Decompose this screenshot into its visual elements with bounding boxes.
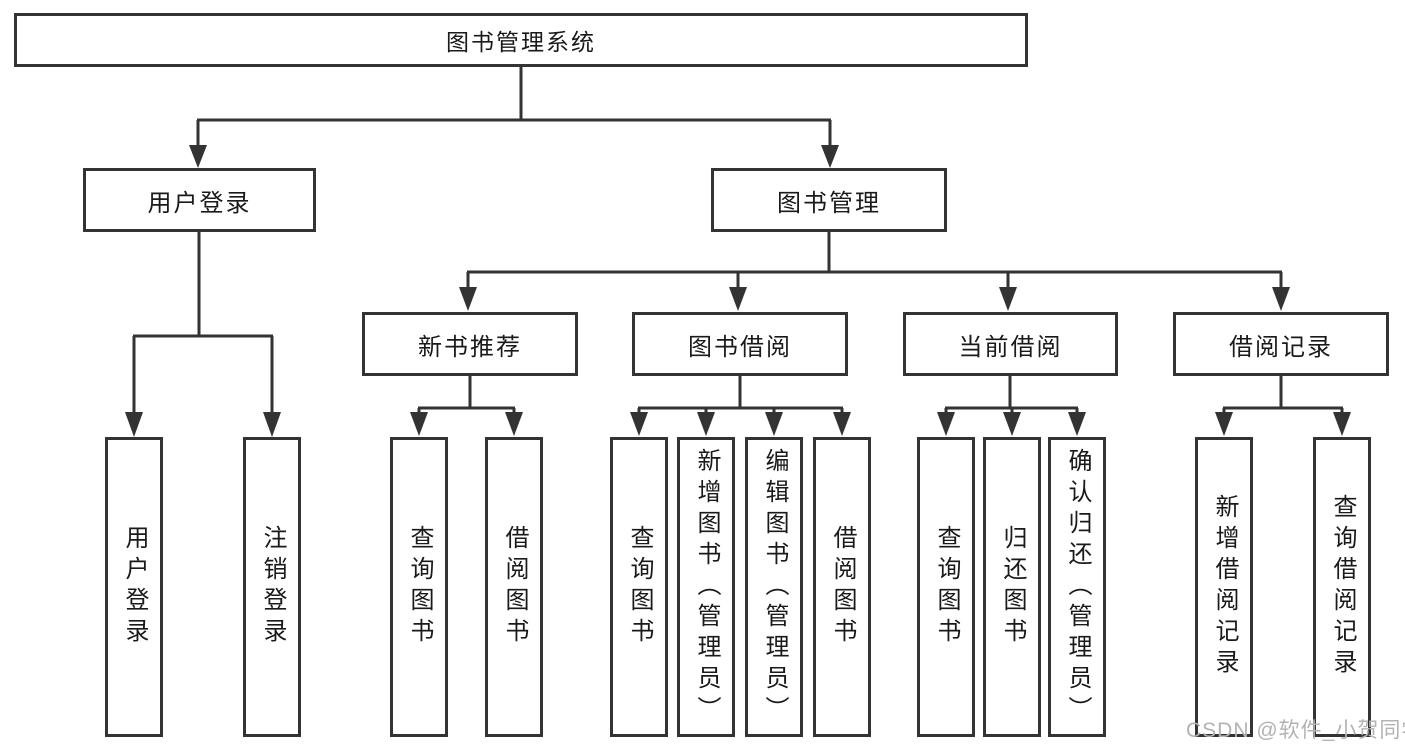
node-book-management: 图书管理 bbox=[711, 168, 947, 232]
leaf-br-add-record-label: 新增借阅记录 bbox=[1211, 494, 1238, 680]
node-book-management-label: 图书管理 bbox=[777, 189, 881, 217]
leaf-cb-query-books-label: 查询图书 bbox=[933, 525, 960, 649]
leaf-user-login-label: 用户登录 bbox=[121, 525, 148, 649]
node-user-login-label: 用户登录 bbox=[147, 189, 252, 217]
leaf-nb-query-books: 查询图书 bbox=[390, 437, 448, 737]
node-user-login: 用户登录 bbox=[83, 168, 316, 232]
csdn-watermark: CSDN @软件_小贺同学 bbox=[1186, 719, 1405, 742]
leaf-br-add-record: 新增借阅记录 bbox=[1195, 437, 1253, 737]
leaf-cb-return-books-label: 归还图书 bbox=[999, 525, 1026, 649]
leaf-bb-edit-books-admin: 编辑图书（管理员） bbox=[745, 437, 803, 737]
leaf-br-query-record: 查询借阅记录 bbox=[1313, 437, 1371, 737]
leaf-cb-confirm-return-admin: 确认归还（管理员） bbox=[1048, 437, 1106, 737]
node-current-borrow: 当前借阅 bbox=[903, 312, 1118, 376]
node-borrow-records-label: 借阅记录 bbox=[1229, 333, 1333, 361]
leaf-logout: 注销登录 bbox=[243, 437, 301, 737]
node-book-borrow-label: 图书借阅 bbox=[688, 333, 792, 361]
arrowheads bbox=[125, 145, 1351, 437]
leaf-bb-borrow-books-label: 借阅图书 bbox=[829, 525, 856, 649]
node-new-book-recommend: 新书推荐 bbox=[362, 312, 578, 376]
leaf-nb-query-books-label: 查询图书 bbox=[406, 525, 433, 649]
node-current-borrow-label: 当前借阅 bbox=[958, 333, 1063, 361]
node-borrow-records: 借阅记录 bbox=[1173, 312, 1389, 376]
node-book-borrow: 图书借阅 bbox=[632, 312, 848, 376]
node-root-label: 图书管理系统 bbox=[446, 29, 596, 55]
leaf-bb-add-books-admin-label: 新增图书（管理员） bbox=[693, 447, 720, 727]
leaf-logout-label: 注销登录 bbox=[259, 525, 286, 649]
leaf-user-login: 用户登录 bbox=[105, 437, 163, 737]
leaf-cb-query-books: 查询图书 bbox=[917, 437, 975, 737]
leaf-bb-edit-books-admin-label: 编辑图书（管理员） bbox=[761, 447, 788, 727]
leaf-bb-query-books: 查询图书 bbox=[610, 437, 668, 737]
leaf-nb-borrow-books-label: 借阅图书 bbox=[501, 525, 528, 649]
leaf-cb-return-books: 归还图书 bbox=[983, 437, 1041, 737]
leaf-bb-add-books-admin: 新增图书（管理员） bbox=[677, 437, 735, 737]
leaf-cb-confirm-return-admin-label: 确认归还（管理员） bbox=[1064, 447, 1091, 727]
leaf-bb-borrow-books: 借阅图书 bbox=[813, 437, 871, 737]
leaf-bb-query-books-label: 查询图书 bbox=[626, 525, 653, 649]
node-root: 图书管理系统 bbox=[14, 13, 1028, 67]
leaf-br-query-record-label: 查询借阅记录 bbox=[1329, 494, 1356, 680]
leaf-nb-borrow-books: 借阅图书 bbox=[485, 437, 543, 737]
node-new-book-recommend-label: 新书推荐 bbox=[418, 333, 522, 361]
